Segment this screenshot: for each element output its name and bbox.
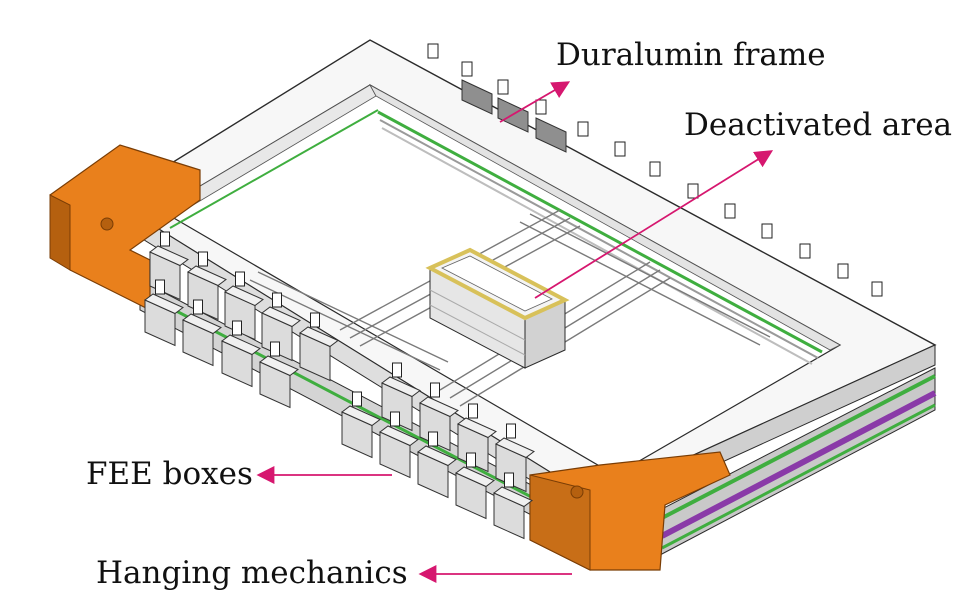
fee-box <box>381 362 421 432</box>
orange-bracket-right <box>529 451 731 571</box>
fee-box <box>182 299 222 367</box>
fee-box <box>259 341 299 409</box>
orange-bracket-left <box>49 144 201 311</box>
fee-box-connector <box>535 99 567 153</box>
fee-box <box>493 472 533 540</box>
fee-box-connector <box>761 223 773 239</box>
green-strip-edge <box>661 374 936 520</box>
fee-box <box>455 452 495 520</box>
deactivated-area-label: Deactivated area <box>684 107 953 143</box>
fee-box <box>379 411 419 479</box>
fee-box <box>261 292 301 362</box>
fee-box-connector <box>461 61 493 115</box>
arrow-icon <box>534 150 774 299</box>
fee-box-connector <box>871 281 883 297</box>
green-strip-edge <box>661 403 936 550</box>
hanging-mechanics-label: Hanging mechanics <box>96 555 408 591</box>
arrow-icon <box>499 81 571 123</box>
fee-box-connector <box>724 203 736 219</box>
fee-box-connector <box>649 161 661 177</box>
fee-box <box>495 423 535 493</box>
fee-box <box>417 431 457 499</box>
fee-box-connector <box>427 43 439 59</box>
grey-strip-inner <box>379 119 819 359</box>
green-strip-inner <box>169 109 379 229</box>
purple-strip-edge <box>660 390 937 539</box>
fee-box <box>221 320 261 388</box>
green-strip-inner <box>377 110 823 354</box>
fee-box-group-back <box>427 43 883 297</box>
fee-box-connector <box>614 141 626 157</box>
fee-box-connector <box>577 121 589 137</box>
fee-box <box>419 382 459 452</box>
fee-box-connector <box>837 263 849 279</box>
center-module <box>425 247 570 369</box>
fee-box <box>457 403 497 473</box>
fee-box-connector <box>799 243 811 259</box>
fee-box-connector <box>687 183 699 199</box>
fee-box <box>341 391 381 459</box>
fee-boxes-label: FEE boxes <box>86 456 253 492</box>
fee-box-group <box>144 231 535 540</box>
center-ring <box>425 247 570 321</box>
fee-box <box>144 279 184 347</box>
fee-box <box>299 312 339 382</box>
duralumin-frame-label: Duralumin frame <box>556 37 826 73</box>
grey-strip-inner <box>381 127 813 365</box>
inner-wall-left <box>368 83 841 351</box>
